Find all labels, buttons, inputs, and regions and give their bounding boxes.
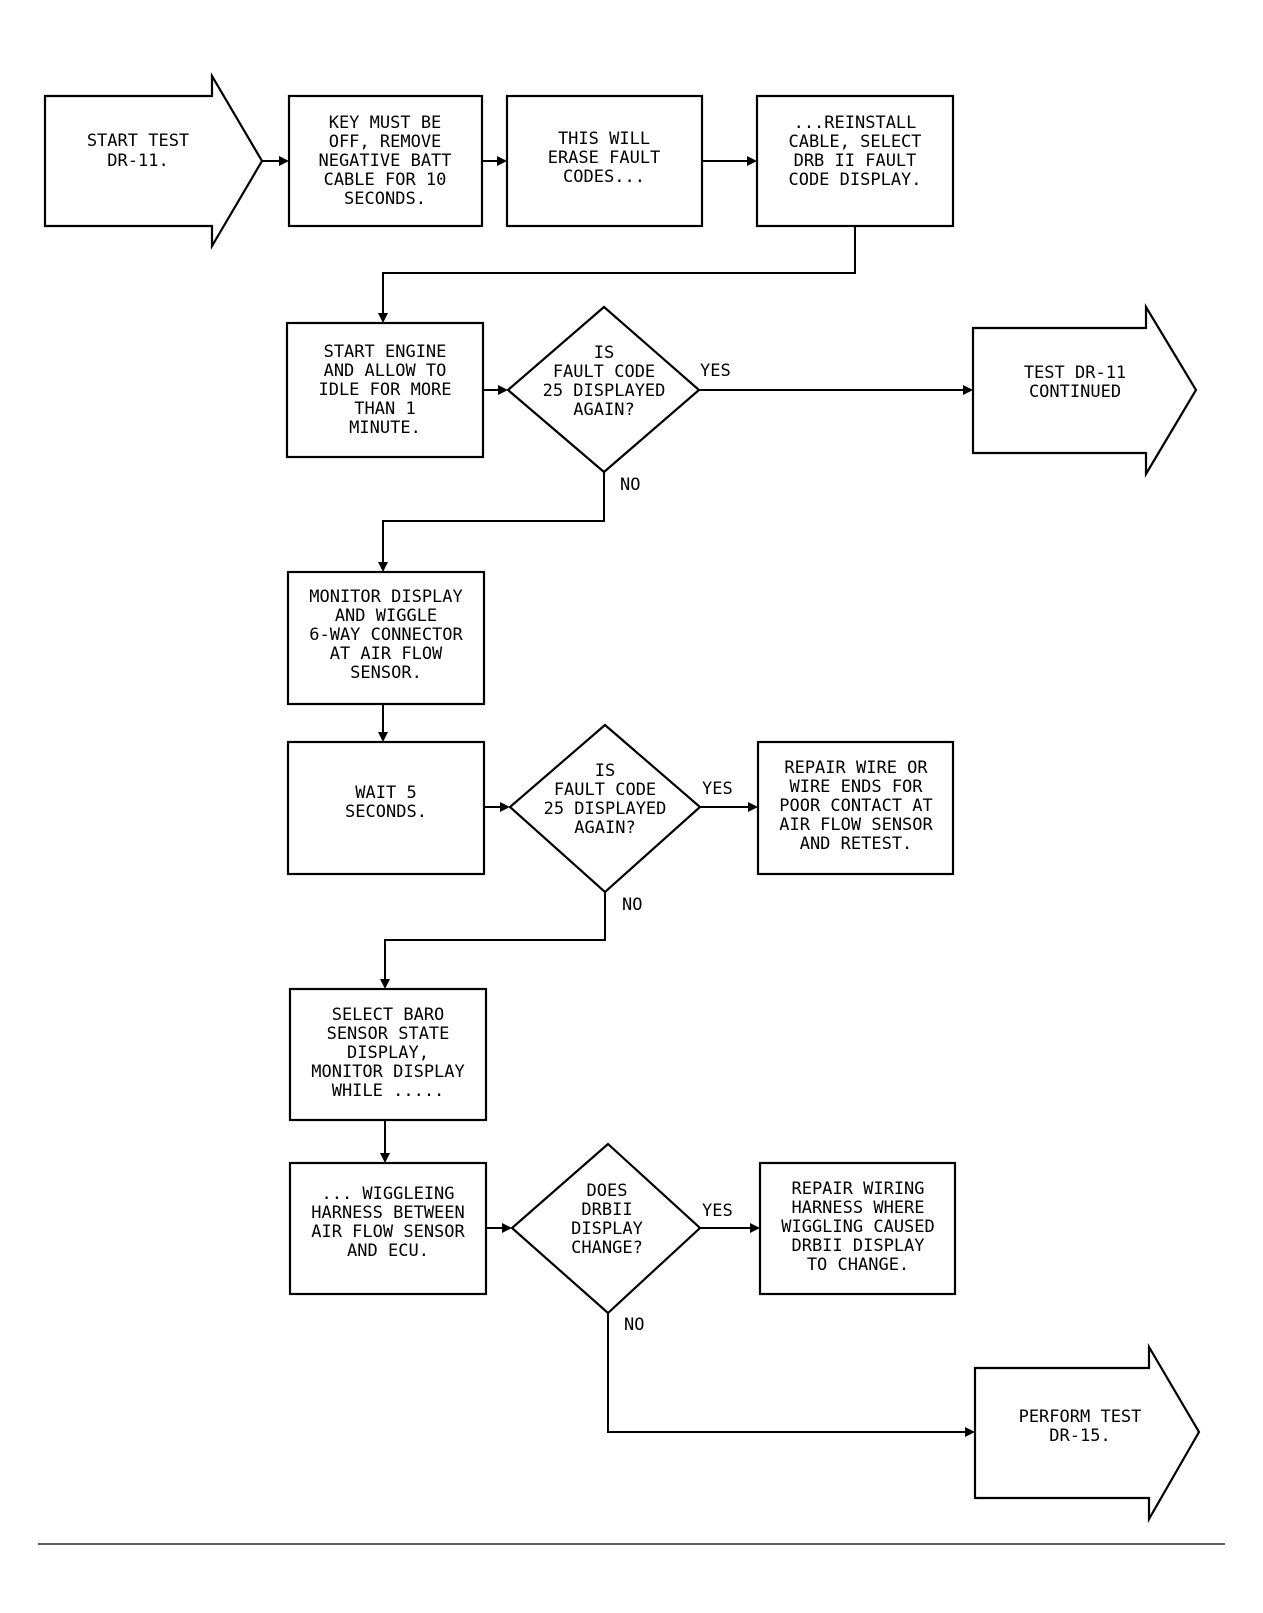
monitor-line-1: MONITOR DISPLAY xyxy=(309,587,463,607)
decision2-line-1: IS xyxy=(595,761,615,781)
test-continued-node: TEST DR-11 CONTINUED xyxy=(971,303,1198,478)
key-off-line-1: KEY MUST BE xyxy=(329,113,442,133)
monitor-display-node: MONITOR DISPLAY AND WIGGLE 6-WAY CONNECT… xyxy=(286,570,486,706)
edge-select-baro-to-wiggle xyxy=(380,1120,390,1163)
monitor-line-3: 6-WAY CONNECTOR xyxy=(309,625,463,645)
repair-wire-line-2: WIRE ENDS FOR xyxy=(789,777,923,797)
edge-start-engine-to-decision1 xyxy=(483,385,508,395)
wait-line-1: WAIT 5 xyxy=(355,783,416,803)
perform-test-line-2: DR-15. xyxy=(1049,1426,1110,1446)
edge-label-no: NO xyxy=(620,475,640,495)
edge-label-no: NO xyxy=(624,1315,644,1335)
start-test-node: START TEST DR-11. xyxy=(43,71,264,251)
decision1-line-4: AGAIN? xyxy=(573,400,634,420)
wait-line-2: SECONDS. xyxy=(345,802,427,822)
repair-wire-line-3: POOR CONTACT AT xyxy=(779,796,933,816)
erase-codes-line-3: CODES... xyxy=(563,167,645,187)
repair-harness-line-2: HARNESS WHERE xyxy=(791,1198,924,1218)
key-off-line-2: OFF, REMOVE xyxy=(329,132,442,152)
decision1-line-3: 25 DISPLAYED xyxy=(543,381,666,401)
start-engine-line-5: MINUTE. xyxy=(349,418,421,438)
edge-wait-to-decision2 xyxy=(484,802,510,812)
edge-decision3-to-perform: NO xyxy=(607,1313,975,1437)
repair-wire-line-5: AND RETEST. xyxy=(800,834,913,854)
repair-harness-line-1: REPAIR WIRING xyxy=(791,1179,924,1199)
decision3-line-3: DISPLAY xyxy=(571,1219,643,1239)
decision-display-change: DOES DRBII DISPLAY CHANGE? xyxy=(510,1142,702,1315)
key-off-line-4: CABLE FOR 10 xyxy=(324,170,447,190)
decision2-line-4: AGAIN? xyxy=(574,818,635,838)
edge-label-yes: YES xyxy=(700,361,731,381)
repair-harness-line-4: DRBII DISPLAY xyxy=(791,1236,924,1256)
repair-harness-line-3: WIGGLING CAUSED xyxy=(781,1217,935,1237)
decision2-line-2: FAULT CODE xyxy=(554,780,656,800)
start-engine-line-3: IDLE FOR MORE xyxy=(318,380,451,400)
edge-wiggle-to-decision3 xyxy=(486,1223,512,1233)
edge-monitor-to-wait xyxy=(378,704,388,742)
reinstall-cable-node: ...REINSTALL CABLE, SELECT DRB II FAULT … xyxy=(755,94,955,228)
monitor-line-4: AT AIR FLOW xyxy=(330,644,443,664)
wiggle-line-4: AND ECU. xyxy=(347,1241,429,1261)
wiggle-line-2: HARNESS BETWEEN xyxy=(311,1203,465,1223)
repair-harness-node: REPAIR WIRING HARNESS WHERE WIGGLING CAU… xyxy=(758,1161,957,1296)
erase-codes-line-2: ERASE FAULT xyxy=(548,148,661,168)
decision1-line-2: FAULT CODE xyxy=(553,362,655,382)
repair-wire-node: REPAIR WIRE OR WIRE ENDS FOR POOR CONTAC… xyxy=(756,740,955,876)
select-baro-line-4: MONITOR DISPLAY xyxy=(311,1062,465,1082)
start-engine-node: START ENGINE AND ALLOW TO IDLE FOR MORE … xyxy=(285,321,485,459)
select-baro-line-3: DISPLAY, xyxy=(347,1043,429,1063)
reinstall-line-3: DRB II FAULT xyxy=(794,151,917,171)
perform-test-node: PERFORM TEST DR-15. xyxy=(973,1342,1201,1524)
select-baro-line-5: WHILE ..... xyxy=(332,1081,445,1101)
test-continued-line-2: CONTINUED xyxy=(1029,382,1121,402)
wiggle-line-1: ... WIGGLEING xyxy=(321,1184,454,1204)
decision-fault-code-25-second: IS FAULT CODE 25 DISPLAYED AGAIN? xyxy=(508,723,702,894)
decision3-line-4: CHANGE? xyxy=(571,1238,643,1258)
edge-decision3-to-repair-harness: YES xyxy=(700,1201,760,1233)
edge-label-yes: YES xyxy=(702,779,733,799)
reinstall-line-4: CODE DISPLAY. xyxy=(788,170,921,190)
decision1-line-1: IS xyxy=(594,343,614,363)
start-engine-line-4: THAN 1 xyxy=(354,399,415,419)
edge-label-no: NO xyxy=(622,895,642,915)
edge-label-yes: YES xyxy=(702,1201,733,1221)
decision3-line-1: DOES xyxy=(587,1181,628,1201)
reinstall-line-2: CABLE, SELECT xyxy=(788,132,921,152)
edge-key-off-to-erase xyxy=(482,156,507,166)
select-baro-line-2: SENSOR STATE xyxy=(327,1024,450,1044)
decision2-line-3: 25 DISPLAYED xyxy=(544,799,667,819)
monitor-line-5: SENSOR. xyxy=(350,663,422,683)
edge-decision2-to-repair-wire: YES xyxy=(700,779,758,812)
start-test-line-1: START TEST xyxy=(87,131,189,151)
test-continued-line-1: TEST DR-11 xyxy=(1024,363,1126,383)
edge-erase-to-reinstall xyxy=(702,156,757,166)
erase-codes-node: THIS WILL ERASE FAULT CODES... xyxy=(505,94,704,228)
monitor-line-2: AND WIGGLE xyxy=(335,606,437,626)
edge-decision1-to-monitor: NO xyxy=(378,472,640,572)
start-engine-line-2: AND ALLOW TO xyxy=(324,361,447,381)
wait-node: WAIT 5 SECONDS. xyxy=(286,740,486,876)
key-off-node: KEY MUST BE OFF, REMOVE NEGATIVE BATT CA… xyxy=(287,94,484,228)
start-engine-line-1: START ENGINE xyxy=(324,342,447,362)
select-baro-node: SELECT BARO SENSOR STATE DISPLAY, MONITO… xyxy=(288,987,488,1122)
repair-wire-line-4: AIR FLOW SENSOR xyxy=(779,815,933,835)
edge-reinstall-to-start-engine xyxy=(378,226,856,323)
repair-wire-line-1: REPAIR WIRE OR xyxy=(784,758,928,778)
reinstall-line-1: ...REINSTALL xyxy=(794,113,917,133)
edge-decision1-to-continued: YES xyxy=(699,361,973,395)
start-test-line-2: DR-11. xyxy=(107,151,168,171)
edge-start-to-key-off xyxy=(262,156,289,166)
key-off-line-3: NEGATIVE BATT xyxy=(318,151,451,171)
erase-codes-line-1: THIS WILL xyxy=(558,129,650,149)
decision3-line-2: DRBII xyxy=(581,1200,632,1220)
wiggle-line-3: AIR FLOW SENSOR xyxy=(311,1222,465,1242)
edge-decision2-to-select-baro: NO xyxy=(380,892,642,989)
key-off-line-5: SECONDS. xyxy=(344,189,426,209)
wiggle-harness-node: ... WIGGLEING HARNESS BETWEEN AIR FLOW S… xyxy=(288,1161,488,1296)
select-baro-line-1: SELECT BARO xyxy=(332,1005,445,1025)
perform-test-line-1: PERFORM TEST xyxy=(1019,1407,1142,1427)
decision-fault-code-25-first: IS FAULT CODE 25 DISPLAYED AGAIN? xyxy=(506,305,701,474)
repair-harness-line-5: TO CHANGE. xyxy=(807,1255,909,1275)
